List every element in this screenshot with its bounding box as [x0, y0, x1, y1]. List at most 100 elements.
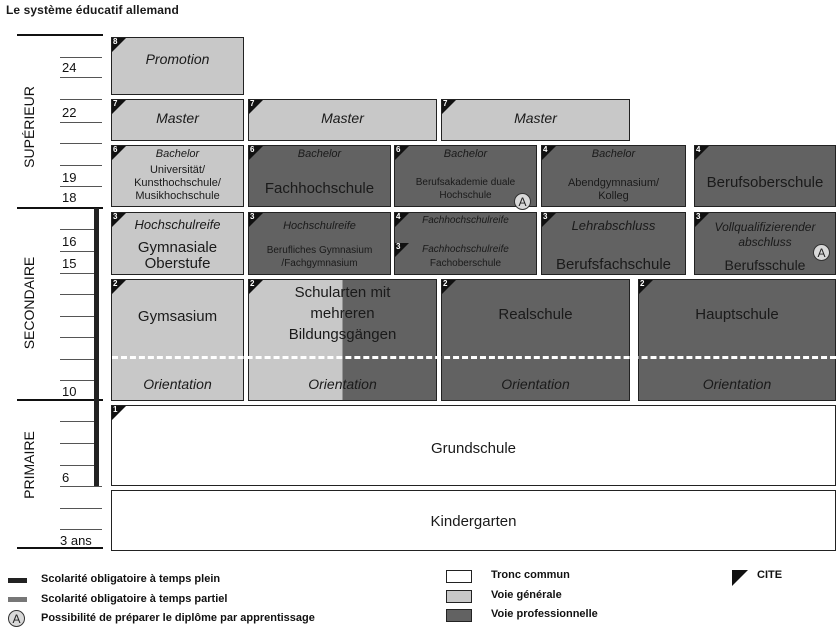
cite-marker [542, 213, 556, 227]
orientation-label: Orientation [308, 376, 377, 392]
cite-marker [112, 100, 126, 114]
legend-apprentissage-label: Possibilité de préparer le diplôme par a… [41, 612, 315, 624]
box-label-line2: Oberstufe [144, 255, 211, 272]
age-tick [60, 99, 102, 100]
superieur-top-divider [17, 34, 103, 36]
age-label-15: 15 [62, 256, 77, 271]
cite-marker [639, 280, 653, 294]
section-label-secondaire: SECONDAIRE [21, 256, 37, 350]
age-tick [60, 251, 94, 252]
age-tick [60, 508, 102, 509]
cite-marker [395, 213, 409, 227]
box-berufsakademie: 6 Bachelor Berufsakademie duale Hochschu… [394, 145, 537, 210]
age-label-24: 24 [62, 60, 77, 75]
box-label-line2: Hochschule [439, 190, 492, 201]
box-diploma-secondary: Fachhochschulreife [422, 244, 509, 255]
age-tick [60, 294, 94, 295]
cite-marker [112, 38, 126, 52]
legend-tronc-label: Tronc commun [491, 569, 570, 581]
box-fachoberschule: 4 Fachhochschulreife 3 Fachhochschulreif… [394, 212, 537, 275]
box-abendgymnasium: 4 Bachelor Abendgymnasium/ Kolleg [541, 145, 686, 207]
cite-level: 7 [113, 99, 118, 108]
cite-marker [395, 146, 409, 160]
box-hauptschule: 2 Hauptschule Orientation [638, 279, 836, 401]
cite-marker [249, 280, 263, 294]
box-gymnasium: 2 Gymsasium Orientation [111, 279, 244, 401]
age-label-6: 6 [62, 470, 70, 485]
cite-level: 4 [696, 145, 701, 154]
cite-marker [695, 146, 709, 160]
age-label-16: 16 [62, 234, 77, 249]
box-label-line3: Bildungsgängen [288, 326, 397, 343]
cite-level: 2 [640, 279, 645, 288]
age-label-22: 22 [62, 105, 77, 120]
cite-level: 6 [250, 145, 255, 154]
orientation-label: Orientation [501, 376, 570, 392]
cite-level: 2 [113, 279, 118, 288]
cite-marker [442, 280, 456, 294]
age-label-3: 3 ans [60, 533, 92, 548]
age-tick [60, 186, 102, 187]
age-tick [60, 421, 94, 422]
box-label-line1: Schularten mit [294, 284, 391, 301]
age-tick [60, 122, 102, 123]
box-label-line1: Berufsakademie duale [415, 177, 516, 188]
box-label-line2: /Fachgymnasium [281, 258, 358, 269]
cite-marker [442, 100, 456, 114]
cite-level: 6 [396, 145, 401, 154]
box-label: Berufsoberschule [706, 174, 824, 191]
box-berufsfachschule: 3 Lehrabschluss Berufsfachschule [541, 212, 686, 275]
apprentissage-badge: A [813, 244, 830, 261]
age-tick [60, 316, 94, 317]
box-label: Kindergarten [430, 513, 517, 530]
box-diploma: Lehrabschluss [571, 218, 656, 233]
orientation-label: Orientation [702, 376, 772, 392]
box-promotion: 8 Promotion [111, 37, 244, 95]
box-gymnasiale-oberstufe: 3 Hochschulreife Gymnasiale Oberstufe [111, 212, 244, 275]
age-tick [60, 273, 94, 274]
box-diploma: Hochschulreife [283, 220, 356, 232]
legend-tronc-swatch [446, 570, 472, 583]
axis-bottom-line [17, 547, 103, 549]
secondaire-primaire-divider [17, 399, 103, 401]
legend-cite-marker [732, 570, 748, 586]
box-label: Realschule [498, 306, 573, 323]
cite-level: 1 [113, 405, 118, 414]
legend-apprentissage-badge: A [8, 610, 25, 627]
age-tick [60, 380, 94, 381]
age-label-10: 10 [62, 384, 77, 399]
box-label: Grundschule [430, 440, 517, 457]
cite-level: 3 [250, 212, 255, 221]
box-label: Gymsasium [137, 308, 218, 325]
cite-level: 2 [250, 279, 255, 288]
box-realschule: 2 Realschule Orientation [441, 279, 630, 401]
cite-level: 6 [113, 145, 118, 154]
box-universitaet: 6 Bachelor Universität/ Kunsthochschule/… [111, 145, 244, 207]
cite-level: 7 [443, 99, 448, 108]
cite-level: 2 [443, 279, 448, 288]
box-diploma: Bachelor [155, 148, 200, 160]
apprentissage-badge: A [514, 193, 531, 210]
box-master-fachhochschule: 7 Master [248, 99, 437, 141]
box-label: Hauptschule [695, 306, 779, 323]
box-berufsschule: 3 Vollqualifizierender abschluss Berufss… [694, 212, 836, 275]
age-tick [60, 143, 102, 144]
cite-marker [542, 146, 556, 160]
cite-marker [112, 213, 126, 227]
box-label: Master [514, 110, 557, 126]
age-label-18: 18 [62, 190, 77, 205]
legend-full-time-swatch [8, 578, 27, 583]
box-label: Master [321, 110, 364, 126]
box-berufsoberschule: 4 Berufsoberschule [694, 145, 836, 207]
cite-level: 3 [113, 212, 118, 221]
cite-marker [112, 146, 126, 160]
cite-marker [249, 100, 263, 114]
age-tick [60, 337, 94, 338]
legend-cite-label: CITE [757, 569, 783, 581]
cite-level: 7 [250, 99, 255, 108]
age-tick [60, 529, 102, 530]
cite-level: 8 [113, 37, 118, 46]
cite-level: 4 [543, 145, 548, 154]
cite-marker [112, 406, 126, 420]
box-diploma: Hochschulreife [134, 217, 221, 232]
